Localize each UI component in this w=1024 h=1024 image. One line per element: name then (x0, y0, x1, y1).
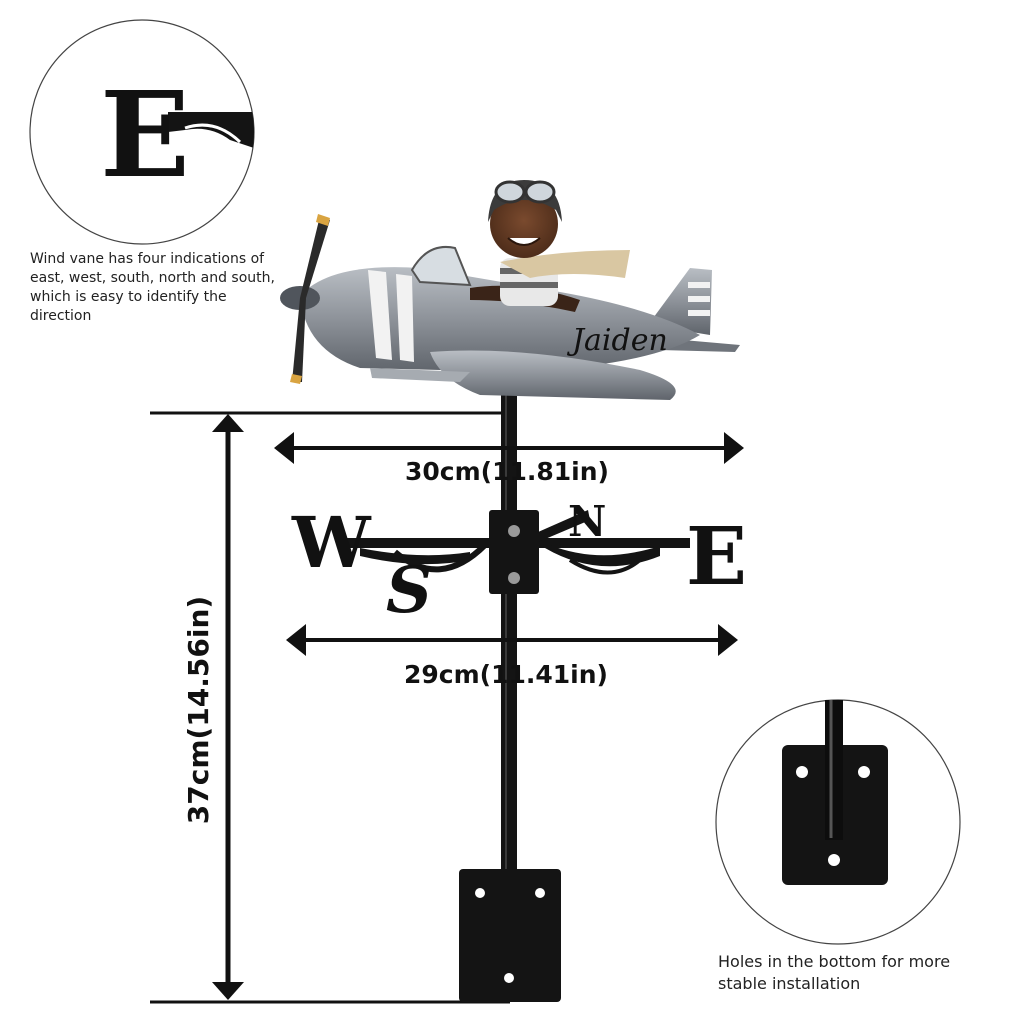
mount-hole (504, 973, 514, 983)
arrow-width-dimension: 29cm(11.41in) (286, 624, 738, 689)
compass-west: W (291, 501, 372, 584)
arrow-width-label: 29cm(11.41in) (404, 660, 608, 689)
height-label: 37cm(14.56in) (182, 596, 215, 824)
mount-plate (459, 869, 561, 1002)
plane-name: Jaiden (566, 323, 668, 358)
detail-circle-letter: E (29, 19, 255, 245)
hole-detail (828, 854, 840, 866)
mount-hole (475, 888, 485, 898)
detail-circle-plate (715, 699, 961, 945)
holes-note: Holes in the bottom for more stable inst… (718, 952, 951, 993)
compass-south: S (386, 553, 432, 628)
compass-east: E (686, 509, 747, 603)
height-dimension: 37cm(14.56in) (150, 411, 510, 1004)
detail-letter: E (100, 65, 190, 204)
pole-detail (825, 700, 843, 840)
compass-arms: W E N S (291, 497, 747, 628)
hole-detail (858, 766, 870, 778)
mount-hole (535, 888, 545, 898)
wind-vane-note: Wind vane has four indications of east, … (30, 251, 275, 324)
top-width-dimension: 30cm(11.81in) (274, 432, 744, 486)
compass-north: N (568, 497, 606, 546)
top-width-label: 30cm(11.81in) (405, 457, 609, 486)
hole-detail (796, 766, 808, 778)
airplane-topper: Jaiden (280, 180, 740, 400)
center-bracket (489, 510, 539, 594)
